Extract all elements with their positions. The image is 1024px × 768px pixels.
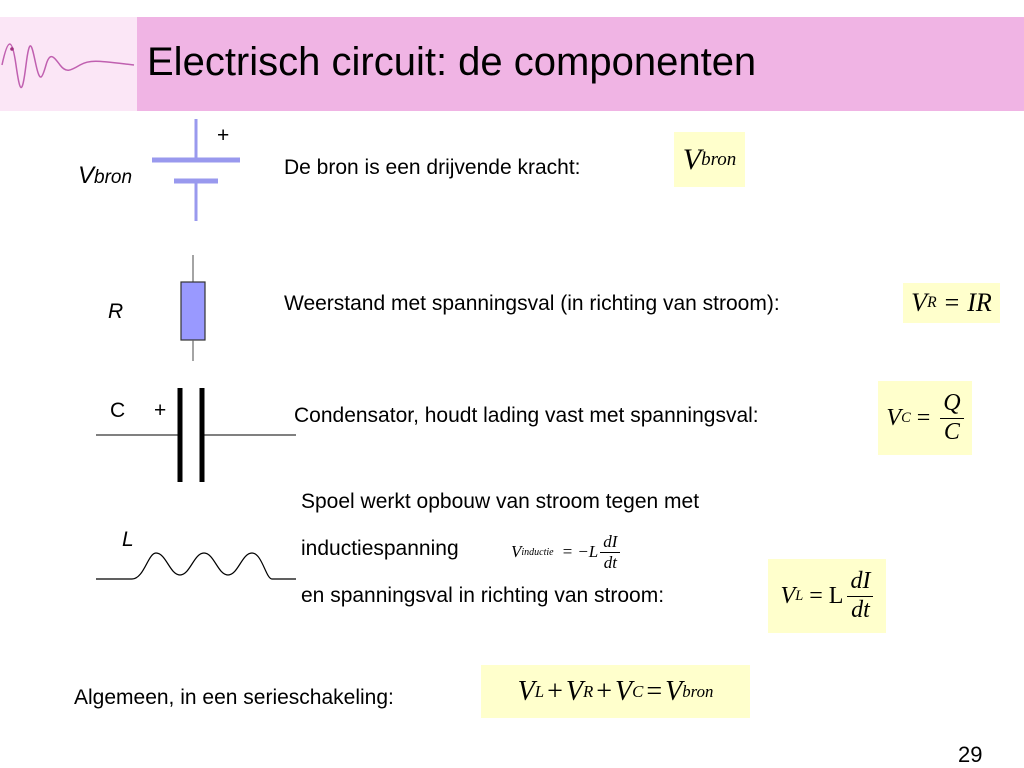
resistor-symbol-icon — [180, 255, 206, 361]
source-symbol-label: Vbron — [78, 162, 133, 189]
inductor-symbol-label: L — [122, 528, 134, 551]
resistor-description: Weerstand met spanningsval (in richting … — [284, 292, 780, 315]
capacitor-description: Condensator, houdt lading vast met spann… — [294, 404, 759, 427]
inductor-description-line3: en spanningsval in richting van stroom: — [301, 584, 665, 607]
source-plus-sign: + — [217, 124, 230, 147]
capacitor-symbol-label: C — [110, 399, 126, 422]
waveform-logo-icon — [1, 43, 135, 89]
title-band — [0, 17, 1024, 111]
series-circuit-description: Algemeen, in een serieschakeling: — [74, 686, 394, 709]
capacitor-symbol-icon — [96, 388, 296, 482]
battery-symbol-icon — [152, 119, 240, 221]
capacitor-plus-sign: + — [154, 399, 167, 422]
slide-title: Electrisch circuit: de componenten — [147, 40, 757, 84]
logo-box — [0, 17, 137, 111]
source-description: De bron is een drijvende kracht: — [284, 156, 581, 179]
inductor-coil-icon — [96, 552, 296, 580]
inductor-description-line1: Spoel werkt opbouw van stroom tegen met — [301, 490, 700, 513]
resistor-symbol-label: R — [108, 300, 124, 323]
inductor-description-line2: inductiespanning — [301, 537, 459, 560]
page-number: 29 — [958, 742, 983, 767]
